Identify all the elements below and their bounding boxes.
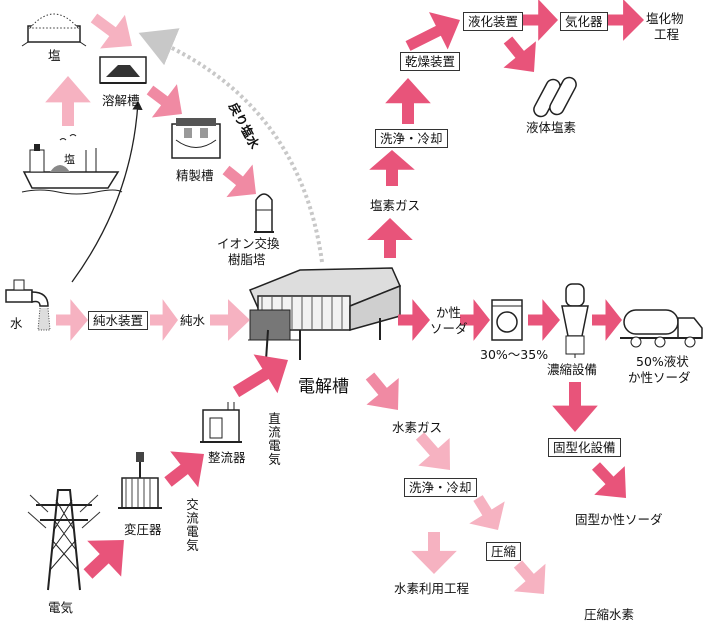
ion-exchange-label-2: 樹脂塔 xyxy=(228,252,266,267)
tanker-truck-icon xyxy=(620,309,703,348)
compression-label: 圧縮 xyxy=(486,542,522,561)
concentrator-icon xyxy=(561,283,589,358)
concentration-equipment-label: 濃縮設備 xyxy=(547,362,598,377)
hydrogen-to-wash-arrow xyxy=(415,432,450,470)
pure-water-label: 純水 xyxy=(180,313,206,328)
rectifier-icon xyxy=(200,402,242,443)
ship-to-dissolving-arrow xyxy=(71,100,143,283)
ion-exchange-tower-icon xyxy=(254,193,274,233)
flow-arrows xyxy=(45,0,644,595)
electrolyzer-to-caustic-arrow xyxy=(398,299,430,341)
dryer-machine-icon xyxy=(491,299,523,341)
wash-to-dryer-arrow xyxy=(385,78,431,124)
liquid-caustic-label-2: か性ソーダ xyxy=(628,370,691,385)
liquid-chlorine-label: 液体塩素 xyxy=(526,120,577,135)
solid-caustic-label: 固型か性ソーダ xyxy=(575,512,663,527)
solidification-to-solid-caustic-arrow xyxy=(591,462,626,498)
compressed-hydrogen-label: 圧縮水素 xyxy=(584,607,635,622)
ship-salt-label: 塩 xyxy=(64,153,75,166)
caustic-to-dryer-arrow xyxy=(460,299,490,341)
transformer-icon xyxy=(118,452,162,509)
cargo-ship-icon xyxy=(21,134,123,195)
purification-tank-label: 精製槽 xyxy=(176,168,214,183)
dryer-to-concentrator-arrow xyxy=(528,299,560,341)
caustic-label-1: か性 xyxy=(436,305,462,320)
concentrator-to-tanker-arrow xyxy=(592,299,622,341)
hydrogen-gas-label: 水素ガス xyxy=(392,420,443,435)
caustic-label-2: ソーダ xyxy=(430,321,468,336)
vaporizer-to-chloride-arrow xyxy=(606,0,644,41)
dissolving-tank-label: 溶解槽 xyxy=(102,93,140,108)
water-faucet-icon xyxy=(5,279,51,331)
rectifier-to-electrolyzer-arrow xyxy=(232,354,289,398)
water-label: 水 xyxy=(10,316,23,331)
dissolving-tank-icon xyxy=(99,56,147,84)
electrolyzer-icon xyxy=(248,267,402,361)
compression-to-cylinder-arrow xyxy=(513,560,546,595)
power-pylon-icon xyxy=(27,489,101,591)
water-to-purewater-device-arrow xyxy=(56,299,88,341)
wash-cool-bottom-label: 洗浄・冷却 xyxy=(404,478,477,497)
ion-exchange-label-1: イオン交換 xyxy=(217,236,280,251)
dryer-to-liquefaction-arrow xyxy=(405,12,461,51)
concentration-range-label: 30%～35% xyxy=(480,347,549,362)
transformer-to-rectifier-arrow xyxy=(164,451,204,488)
concentrator-to-solidification-arrow xyxy=(552,382,598,432)
drying-device-label: 乾燥装置 xyxy=(400,52,461,71)
return-brine-arrow xyxy=(138,28,324,263)
wash-to-hydrogen-process-arrow xyxy=(411,532,457,574)
liquid-caustic-label-1: 50%液状 xyxy=(636,354,689,369)
purification-to-ion-arrow xyxy=(222,164,256,198)
pylon-to-transformer-arrow xyxy=(83,539,125,579)
dc-power-label: 直流電気 xyxy=(266,412,281,466)
chloride-label-1: 塩化物 xyxy=(646,11,684,26)
chlorine-to-wash-arrow xyxy=(369,150,415,186)
electricity-label: 電気 xyxy=(48,600,74,615)
pure-water-device-label: 純水装置 xyxy=(88,311,149,330)
wash-cool-top-label: 洗浄・冷却 xyxy=(375,129,448,148)
dissolving-to-purification-arrow xyxy=(146,84,183,118)
ship-to-salt-arrow xyxy=(45,76,91,126)
electrolyzer-to-chlorine-arrow xyxy=(367,218,413,258)
wash-to-compression-arrow xyxy=(469,495,505,530)
salt-to-dissolving-arrow xyxy=(90,13,133,49)
purification-tank-icon xyxy=(171,118,221,159)
rectifier-label: 整流器 xyxy=(208,450,246,465)
liquefaction-device-label: 液化装置 xyxy=(463,12,524,31)
chlorine-gas-label: 塩素ガス xyxy=(370,198,421,213)
liquefaction-to-vaporizer-arrow xyxy=(522,0,558,41)
ac-power-label: 交流電気 xyxy=(184,498,199,552)
gas-cylinder-icon xyxy=(533,76,577,118)
solidification-equipment-label: 固型化設備 xyxy=(548,438,621,457)
purewater-device-to-purewater-arrow xyxy=(150,299,178,341)
purewater-to-electrolyzer-arrow xyxy=(210,299,250,341)
liquefaction-to-liquid-chlorine-arrow xyxy=(503,36,536,73)
salt-label: 塩 xyxy=(48,48,61,63)
salt-pile-icon xyxy=(21,13,87,47)
chloride-label-2: 工程 xyxy=(654,27,680,42)
electrolyzer-label: 電解槽 xyxy=(298,377,349,397)
hydrogen-process-label: 水素利用工程 xyxy=(394,581,470,596)
transformer-label: 変圧器 xyxy=(124,522,162,537)
vaporizer-label: 気化器 xyxy=(560,12,608,31)
electrolyzer-to-hydrogen-arrow xyxy=(365,372,399,410)
